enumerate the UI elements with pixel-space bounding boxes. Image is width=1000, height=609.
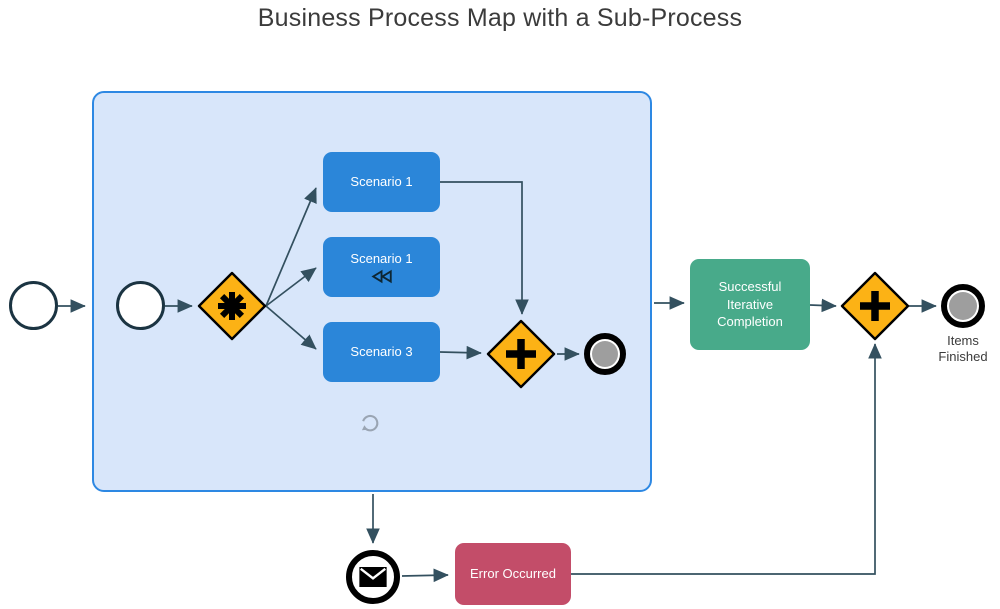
end-event-inner [584,333,626,375]
envelope-icon [359,567,387,587]
complex-gateway [197,271,267,346]
connector-message-to-error [401,568,449,583]
plus-icon [860,291,890,321]
task-scenario3: Scenario 3 [323,322,440,382]
rewind-icon [370,269,394,284]
message-event [346,550,400,604]
task-label: Successful Iterative Completion [717,279,783,330]
parallel-gateway-outer [840,271,910,346]
start-event-inner [116,281,165,330]
task-scenario1-rewind: Scenario 1 [323,237,440,297]
task-label: Scenario 1 [350,251,413,267]
end-event-fill [949,292,977,320]
task-label: Error Occurred [470,566,556,582]
start-event-outer [9,281,58,330]
task-error: Error Occurred [455,543,571,605]
asterisk-icon [218,292,246,320]
end-event-outer [941,284,985,328]
page-title: Business Process Map with a Sub-Process [257,4,743,32]
loop-icon [359,412,381,439]
task-success: Successful Iterative Completion [690,259,810,350]
end-event-fill [592,341,618,367]
connector-success-to-outergw [809,298,837,313]
task-label: Scenario 1 [350,174,413,190]
plus-icon [506,339,536,369]
task-label: Scenario 3 [350,344,413,360]
items-finished-label: Items Finished [938,333,988,365]
parallel-gateway-inner [486,319,556,394]
task-scenario1-top: Scenario 1 [323,152,440,212]
